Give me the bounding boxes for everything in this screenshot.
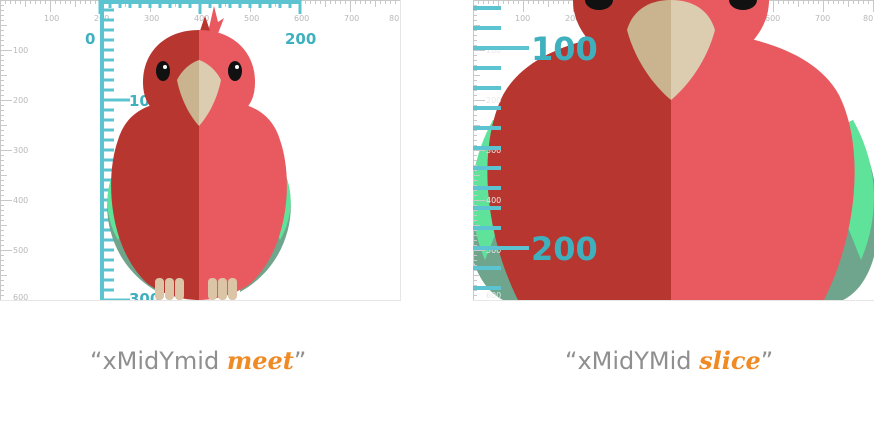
outer-left-tick-label: 200 [486,96,501,105]
caption-keyword: meet [226,346,294,375]
outer-left-ruler: 100 200 300 400 500 600 [0,0,28,300]
inner-top-tick-label: 200 [285,30,316,48]
parrot-slice [473,0,874,300]
outer-left-tick-label: 600 [486,291,501,300]
outer-left-tick-label: 200 [13,96,28,105]
parrot-body-left [111,100,199,300]
caption-prefix: xMidYmid [102,347,227,375]
parrot-right-eye [729,0,757,10]
outer-top-tick-label: 500 [244,14,259,23]
parrot-beak [177,60,199,126]
outer-top-tick-label: 300 [144,14,159,23]
outer-left-tick-label: 100 [13,46,28,55]
slice-viewport-panel: 100 200 300 400 500 600 700 80 [473,0,874,301]
outer-top-tick-label: 80 [389,14,399,23]
parrot-meet [107,6,291,300]
outer-left-tick-label: 500 [486,246,501,255]
inner-side-tick-label: 300 [129,290,160,300]
outer-left-tick-label: 400 [486,196,501,205]
outer-left-tick-label: 600 [13,293,28,300]
inner-side-tick-label: 100 [531,30,598,68]
outer-left-tick-label: 300 [13,146,28,155]
caption-prefix: xMidYMid [577,347,700,375]
outer-left-tick-label: 400 [13,196,28,205]
meet-illustration: 100 200 300 400 500 600 700 80 100 200 3… [0,0,400,300]
inner-side-ruler: 100 200 [473,6,598,290]
parrot-feet [155,278,237,300]
outer-top-tick-label: 200 [565,14,580,23]
outer-top-tick-label: 100 [515,14,530,23]
inner-top-tick-label: 0 [85,30,95,48]
caption-keyword: slice [699,346,761,375]
caption-close-quote: ” [760,347,774,375]
caption-close-quote: ” [293,347,307,375]
outer-top-tick-label: 400 [194,14,209,23]
parrot-left-eye [156,61,170,81]
outer-top-tick-label: 700 [815,14,830,23]
outer-left-tick-label: 300 [486,146,501,155]
outer-top-tick-label: 80 [863,14,873,23]
outer-left-tick-label: 100 [486,46,501,55]
caption-slice: “xMidYMid slice” [565,346,773,375]
parrot-body-left [487,30,671,300]
outer-top-tick-label: 100 [44,14,59,23]
slice-illustration: 100 200 300 400 500 600 700 80 [473,0,874,300]
outer-top-tick-label: 600 [765,14,780,23]
inner-side-tick-label: 200 [531,230,598,268]
meet-viewport-panel: 100 200 300 400 500 600 700 80 100 200 3… [0,0,401,301]
outer-left-tick-label: 500 [13,246,28,255]
parrot-body-right [671,30,855,300]
caption-open-quote: “ [90,347,103,375]
outer-top-tick-label: 600 [294,14,309,23]
parrot-beak [627,0,671,100]
parrot-left-eye [585,0,613,10]
parrot-body-right [199,100,287,300]
outer-top-tick-label: 700 [344,14,359,23]
caption-meet: “xMidYmid meet” [90,346,306,375]
caption-open-quote: “ [565,347,578,375]
parrot-right-eye [228,61,242,81]
